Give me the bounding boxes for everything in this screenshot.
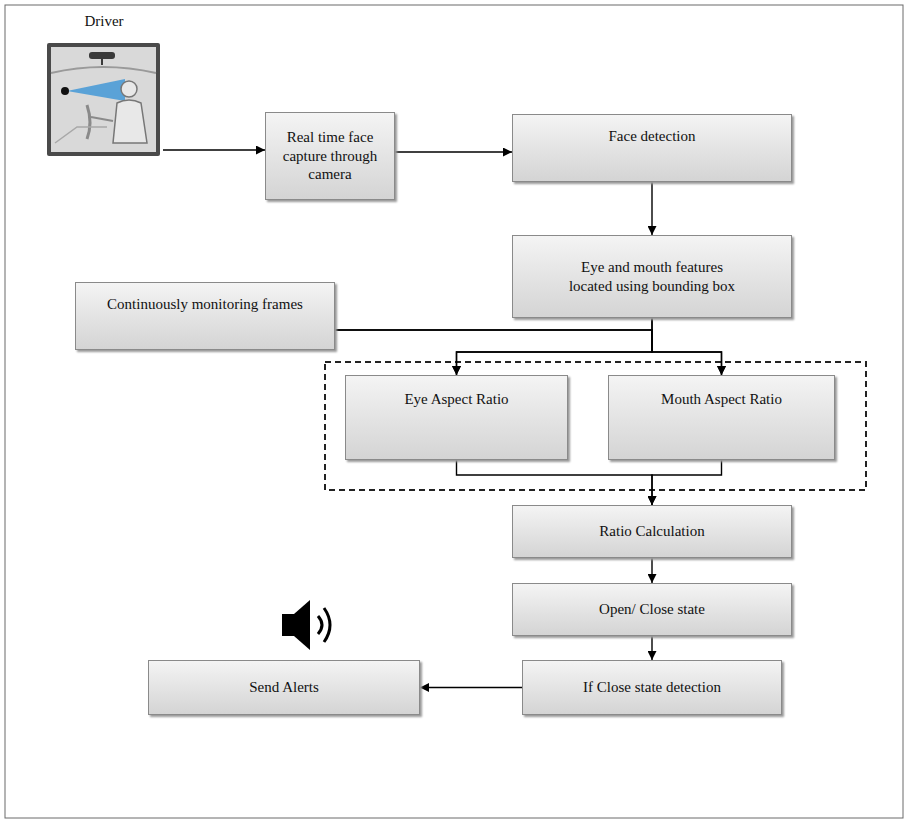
flow-arrow	[457, 318, 653, 375]
process-box: Real time face capture through camera	[265, 112, 395, 200]
flow-arrow	[420, 687, 522, 688]
process-box: Continuously monitoring frames	[75, 282, 335, 350]
box-label: Face detection	[608, 127, 695, 146]
box-label: Open/ Close state	[599, 600, 705, 619]
flow-arrow	[457, 460, 653, 505]
flow-arrow	[335, 330, 722, 375]
group-bracket	[325, 362, 866, 490]
flow-arrow	[335, 330, 652, 375]
box-label: If Close state detection	[583, 678, 721, 697]
flow-arrow	[395, 151, 512, 152]
process-box: Eye and mouth features located using bou…	[512, 235, 792, 318]
flow-arrow	[651, 636, 652, 660]
box-label: Real time face capture through camera	[272, 128, 388, 184]
box-label: Continuously monitoring frames	[107, 295, 303, 314]
flow-arrow	[652, 318, 722, 375]
process-box: If Close state detection	[522, 660, 782, 715]
flow-arrow	[163, 149, 265, 150]
process-box: Eye Aspect Ratio	[345, 375, 568, 460]
driver-illustration	[47, 43, 160, 156]
process-box: Face detection	[512, 114, 792, 182]
flow-arrow	[651, 182, 652, 235]
process-box: Ratio Calculation	[512, 505, 792, 558]
process-box: Mouth Aspect Ratio	[608, 375, 835, 460]
process-box: Open/ Close state	[512, 583, 792, 636]
box-label: Ratio Calculation	[599, 522, 704, 541]
flow-arrow	[651, 558, 652, 583]
box-label: Eye Aspect Ratio	[404, 390, 508, 409]
process-box: Send Alerts	[148, 660, 420, 715]
box-label: Eye and mouth features located using bou…	[558, 258, 746, 296]
box-label: Driver	[84, 12, 123, 31]
flow-arrow	[652, 460, 722, 505]
outer-frame	[5, 5, 903, 818]
speaker-icon	[282, 600, 330, 650]
box-label: Send Alerts	[249, 678, 319, 697]
driver-node: Driver	[45, 12, 163, 160]
box-label: Mouth Aspect Ratio	[661, 390, 782, 409]
